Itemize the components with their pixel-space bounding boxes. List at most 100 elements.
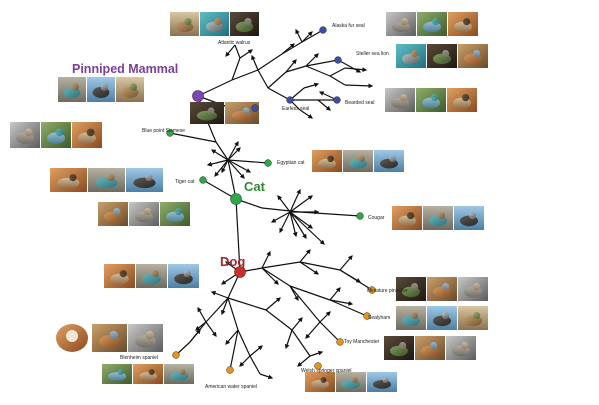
leaf-node [334, 56, 342, 64]
photo-thumbnail [104, 264, 135, 288]
tree-edge [303, 82, 320, 89]
tree-edge [277, 195, 291, 213]
tree-edge [257, 69, 269, 89]
photo-thumbnail [72, 122, 102, 148]
photo-thumbnail [448, 12, 478, 36]
photo-thumbnail [374, 150, 404, 172]
photo-thumbnail [458, 44, 488, 68]
cat-heading: Cat [244, 179, 266, 194]
photo-thumbnail [427, 44, 457, 68]
tree-edge [305, 59, 339, 67]
tree-edge [261, 250, 271, 269]
photo-thumbnail [458, 306, 488, 330]
photo-thumbnail [396, 44, 426, 68]
tree-edge [239, 355, 251, 367]
photo-thumbnail [87, 77, 115, 102]
tree-edge [329, 75, 346, 86]
tree-edge [205, 321, 217, 337]
photo-thumbnail [336, 372, 366, 392]
photo-thumbnail [129, 202, 159, 226]
cat-hub-node [230, 193, 242, 205]
photo-thumbnail [312, 150, 342, 172]
photo-thumbnail [98, 202, 128, 226]
leaf-label-blue-point-siamese: Blue point Siamese [142, 128, 185, 134]
photo-thumbnail [200, 12, 229, 36]
tree-edge [279, 211, 291, 234]
tree-edge [189, 329, 201, 343]
tree-edge [289, 211, 307, 240]
tree-edge [267, 71, 287, 89]
tree-edge [299, 261, 341, 271]
tree-edge [251, 54, 259, 71]
tree-edge [329, 287, 341, 301]
tree-edge [231, 69, 259, 81]
photo-thumbnail [396, 277, 426, 301]
photo-thumbnail [190, 102, 224, 124]
tree-edge [270, 211, 291, 223]
tree-edge [301, 31, 313, 43]
tree-edge [259, 373, 274, 380]
tree-edge [197, 79, 233, 97]
photo-thumbnail [367, 372, 397, 392]
tree-edge [210, 291, 229, 299]
tree-edge [227, 140, 239, 161]
photo-thumbnail [447, 88, 477, 112]
tree-edge [299, 249, 311, 263]
photo-thumbnail [102, 364, 132, 384]
photo-thumbnail [168, 264, 199, 288]
photo-thumbnail [128, 324, 163, 352]
leaf-node [336, 338, 344, 346]
photo-thumbnail [417, 12, 447, 36]
leaf-node [199, 176, 207, 184]
leaf-label-cougar: Cougar [368, 215, 385, 221]
tree-edge [339, 255, 353, 271]
tree-edge [289, 211, 325, 245]
tree-edge [257, 53, 283, 71]
tree-edge [215, 141, 229, 161]
tree-edge [289, 285, 331, 301]
tree-edge [197, 306, 207, 323]
tree-edge [285, 59, 297, 73]
leaf-node [356, 212, 364, 220]
photo-thumbnail [386, 12, 416, 36]
photo-thumbnail [423, 206, 453, 230]
leaf-label-alaska-fur-seal: Alaska fur seal [332, 23, 365, 29]
tree-edge [267, 87, 291, 101]
tree-edge [237, 329, 251, 357]
leaf-nodes [166, 26, 376, 374]
tree-edge [235, 198, 241, 273]
tree-edge [227, 159, 237, 200]
tree-edge [265, 297, 281, 311]
photo-thumbnail [50, 168, 87, 192]
photo-thumbnail [133, 364, 163, 384]
tree-edge [214, 159, 229, 177]
tree-edge [344, 67, 368, 73]
leaf-node [319, 26, 327, 34]
tree-edge [289, 285, 321, 323]
photo-thumbnail [160, 202, 190, 226]
tree-edge [319, 311, 331, 323]
tree-edge [205, 297, 229, 323]
tree-edge [195, 321, 207, 331]
tree-edge [239, 49, 253, 59]
tree-edge [234, 44, 241, 59]
leaf-node [172, 351, 180, 359]
tree-edge [297, 355, 311, 367]
leaf-node [314, 362, 322, 370]
tree-edge [249, 345, 263, 357]
tree-edge [221, 297, 229, 316]
tree-edge [261, 267, 291, 287]
tree-edge [225, 44, 236, 57]
tree-edge [261, 261, 301, 269]
tree-edge [227, 159, 269, 164]
tree-edge [291, 317, 303, 331]
photo-thumbnail [10, 122, 40, 148]
tree-edge [289, 285, 299, 302]
image-thumbnails [10, 12, 488, 392]
leaf-node [363, 312, 371, 320]
leaf-node [166, 129, 174, 137]
tree-edge [289, 195, 313, 213]
tree-edge [305, 321, 321, 339]
tree-edge [305, 53, 319, 67]
photo-thumbnail [396, 306, 426, 330]
